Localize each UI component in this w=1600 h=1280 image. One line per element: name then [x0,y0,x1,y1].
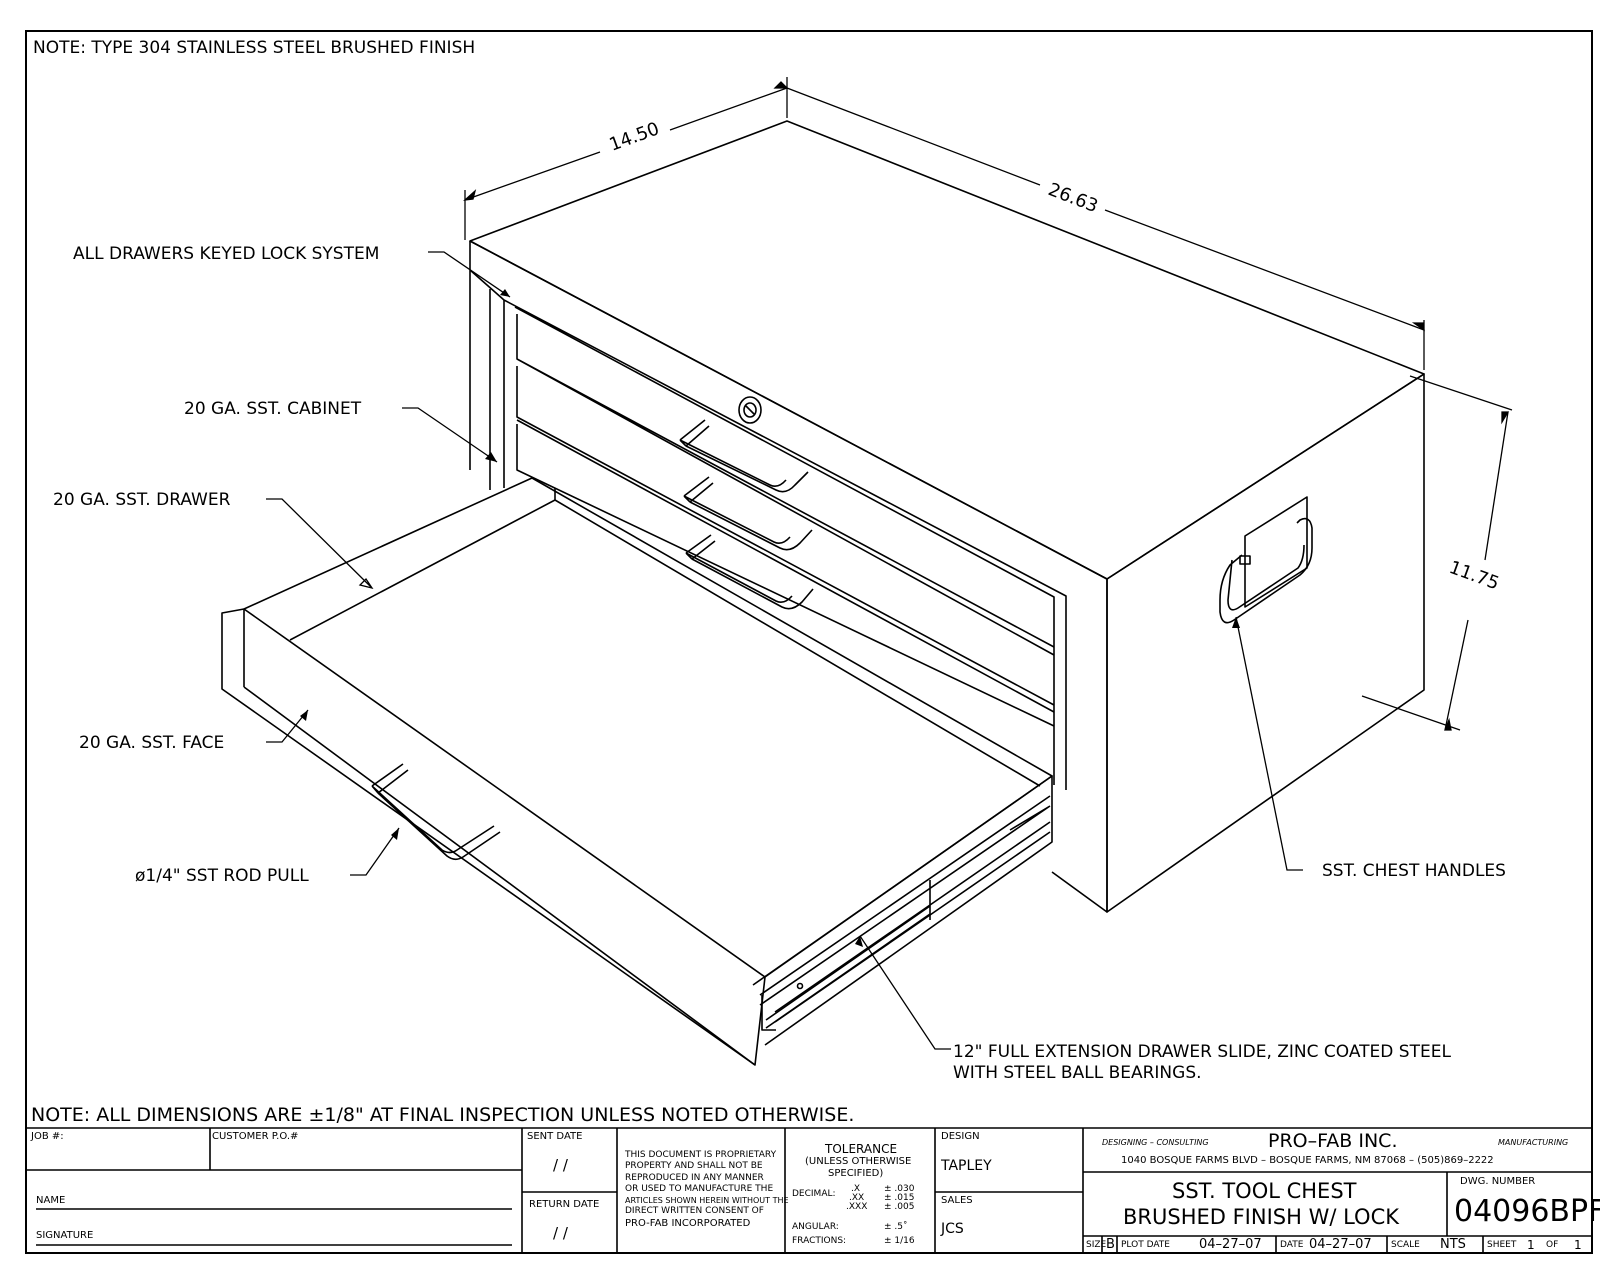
callout-pull: ø1/4" SST ROD PULL [135,866,309,886]
upper-pull-2 [683,476,813,551]
sales-value: JCS [941,1221,964,1237]
sheet-label: SHEET [1487,1240,1517,1250]
design-value: TAPLEY [941,1158,992,1174]
leader-arrowheads [300,289,1240,947]
open-drawer-face [221,608,766,1066]
cabinet-right-side [1106,373,1425,913]
sent-date-label: SENT DATE [527,1131,583,1142]
cabinet-front-frame [503,299,1067,790]
upper-pull-3 [685,534,814,610]
customer-po-label: CUSTOMER P.O.# [212,1131,299,1142]
proprietary-line: ARTICLES SHOWN HEREIN WITHOUT THE [625,1195,789,1205]
proprietary-notice: THIS DOCUMENT IS PROPRIETARY PROPERTY AN… [625,1150,789,1229]
chest-side-handle [1219,517,1313,624]
open-drawer-side [764,775,1053,1046]
company-right-tag: MANUFACTURING [1498,1138,1569,1147]
sent-date-value: / / [553,1156,568,1174]
title-block-lines [26,1127,1592,1253]
drawing-title-line1: SST. TOOL CHEST [1172,1179,1357,1203]
tolerance-angular-value: ± .5˚ [884,1222,908,1232]
callout-drawer: 20 GA. SST. DRAWER [53,490,231,510]
callout-lock: ALL DRAWERS KEYED LOCK SYSTEM [73,244,379,264]
drawing-title-line2: BRUSHED FINISH W/ LOCK [1123,1205,1400,1229]
dimension-height: 11.75 [1446,557,1502,594]
sheet-total: 1 [1574,1238,1582,1252]
leader-lines [266,251,1303,1050]
tolerance-fractions-value: ± 1/16 [884,1236,915,1246]
proprietary-line: THIS DOCUMENT IS PROPRIETARY [625,1150,777,1160]
tool-chest-drawing [221,120,1425,1066]
company-left-tag: DESIGNING – CONSULTING [1102,1138,1209,1147]
return-date-value: / / [553,1224,568,1242]
job-label: JOB #: [31,1131,64,1142]
drawer-third [516,424,1055,727]
callout-handles: SST. CHEST HANDLES [1322,861,1506,881]
design-label: DESIGN [941,1131,980,1142]
tolerance-decimal-xx: .XX [849,1193,865,1203]
proprietary-line: OR USED TO MANUFACTURE THE [625,1184,774,1195]
dimension-width: 26.63 [1045,179,1101,217]
tolerance-decimal-xxx: .XXX [846,1202,868,1212]
signature-label: SIGNATURE [36,1230,94,1241]
company-name: PRO–FAB INC. [1268,1130,1398,1152]
tolerance-decimal-xx-value: ± .015 [884,1193,915,1203]
size-label: SIZE [1086,1240,1107,1250]
plot-date-value: 04–27–07 [1199,1237,1262,1252]
proprietary-line: PROPERTY AND SHALL NOT BE [625,1161,763,1172]
tolerance-fractions-label: FRACTIONS: [792,1236,847,1246]
proprietary-line: REPRODUCED IN ANY MANNER [625,1172,764,1183]
proprietary-line: PRO-FAB INCORPORATED [625,1217,751,1229]
cabinet-front-left [469,240,1108,913]
tolerance-decimal-x-value: ± .030 [884,1184,915,1194]
callout-slide-line2: WITH STEEL BALL BEARINGS. [953,1063,1202,1083]
name-label: NAME [36,1195,66,1206]
size-value: B [1106,1237,1115,1252]
proprietary-line: DIRECT WRITTEN CONSENT OF [625,1206,764,1217]
note-bottom: NOTE: ALL DIMENSIONS ARE ±1/8" AT FINAL … [31,1104,854,1126]
callout-face: 20 GA. SST. FACE [79,733,224,753]
open-drawer-pull [371,763,501,861]
scale-value: NTS [1440,1237,1466,1252]
drawer-top [516,314,1055,656]
dwg-number-label: DWG. NUMBER [1460,1176,1536,1187]
dimension-lines [463,77,1513,731]
tolerance-sub1: (UNLESS OTHERWISE [805,1156,912,1167]
date-value: 04–27–07 [1309,1237,1372,1252]
callout-slide-line1: 12" FULL EXTENSION DRAWER SLIDE, ZINC CO… [953,1042,1451,1062]
keyed-lock [738,396,762,424]
tolerance-decimal-label: DECIMAL: [792,1189,836,1199]
sales-label: SALES [941,1195,973,1206]
sheet-border [25,30,1593,1254]
company-address: 1040 BOSQUE FARMS BLVD – BOSQUE FARMS, N… [1121,1155,1494,1166]
date-label: DATE [1280,1240,1304,1250]
drawer-slide [759,795,1051,1031]
cabinet-top [469,120,1425,580]
drawer-second [516,366,1055,713]
sheet-value: 1 [1527,1238,1535,1252]
tolerance-decimal-x: .X [851,1184,861,1194]
note-top: NOTE: TYPE 304 STAINLESS STEEL BRUSHED F… [33,38,475,58]
scale-label: SCALE [1391,1240,1420,1250]
of-label: OF [1546,1240,1559,1250]
tolerance-title: TOLERANCE [825,1142,898,1156]
tolerance-decimal-xxx-value: ± .005 [884,1202,915,1212]
dimension-depth: 14.50 [607,118,663,155]
upper-pull-1 [679,419,809,493]
tolerance-sub2: SPECIFIED) [828,1168,884,1179]
dwg-number: 04096BPF [1454,1194,1600,1229]
callout-cabinet: 20 GA. SST. CABINET [184,399,362,419]
return-date-label: RETURN DATE [529,1199,600,1210]
tolerance-angular-label: ANGULAR: [792,1222,839,1232]
plot-date-label: PLOT DATE [1121,1240,1170,1250]
